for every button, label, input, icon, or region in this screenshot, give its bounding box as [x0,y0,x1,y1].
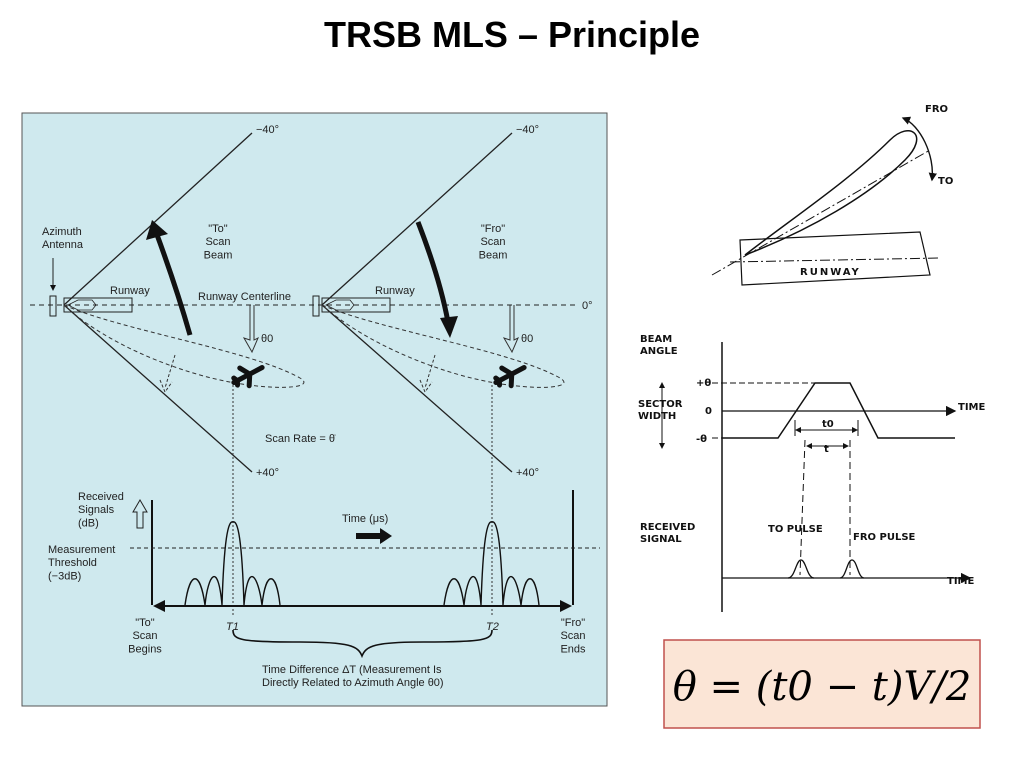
fro-sector-lower-edge [321,304,513,473]
fro-pulse-label: FRO PULSE [853,532,916,543]
runway-left-label: Runway [110,285,150,297]
time-label: Time (μs) [342,513,388,525]
azimuth-antenna-left [49,295,57,317]
time-axis-label: TIME [958,402,985,413]
runway-right-label: Runway [375,285,415,297]
mls-principle-figure: 0° −40° +40° −40° +40° [21,112,608,707]
to-plus40-label: +40° [256,467,279,479]
to-scan-beam-lobe [63,304,305,388]
time-direction-arrow [356,528,392,544]
received-signals-up-arrow [132,499,148,529]
t2-label: T2 [486,621,499,633]
fro-pulse-waveform [443,521,540,606]
to-pulse-waveform [184,521,281,606]
to-minus40-label: −40° [256,124,279,136]
to-scan-arrowhead [146,220,168,240]
equation-text: θ = (t0 − t)V/2 [673,664,972,710]
fro-beam-direction-arrow [419,354,436,394]
t0-label: t0 [822,419,834,430]
fro-to-curved-arrow [901,116,937,182]
to-pulse-label: TO PULSE [768,524,823,535]
runway-sketch-box [739,231,931,286]
aircraft-right-icon [493,364,527,389]
zero-degree-label: 0° [582,300,593,312]
beam-sketch-figure: FRO TO RUNWAY [711,104,953,286]
minus-theta-label: -θ [696,434,707,445]
to-sector-lower-edge [63,304,253,473]
zero-label: 0 [705,406,712,417]
fro-pulse-blip [839,559,865,579]
equation-box: θ = (t0 − t)V/2 [663,639,981,729]
figure-background [21,112,608,707]
theta0-arrow-left [242,305,259,354]
time-axis-label-2: TIME [947,576,974,587]
runway-sketch-label: RUNWAY [800,267,861,278]
runway-centerline-label: Runway Centerline [198,291,291,303]
theta0-arrow-right [502,305,519,354]
fro-minus40-label: −40° [516,124,539,136]
beam-angle-trapezoid [722,382,955,439]
fro-plus40-label: +40° [516,467,539,479]
to-beam-direction-arrow [159,354,176,394]
fro-scan-arrowhead [440,316,458,338]
slide-title: TRSB MLS – Principle [323,14,701,55]
equation-background [663,639,981,729]
aircraft-left-icon [231,364,265,389]
beam-axis [711,149,931,276]
to-label: TO [938,176,953,187]
plus-theta-label: +θ [696,378,711,389]
azimuth-antenna-right [312,295,320,317]
t-label: t [824,444,829,455]
fro-scan-curved-arrow [415,221,451,323]
t1-label: T1 [226,621,239,633]
fro-label: FRO [925,104,948,115]
theta0-left-label: θ0 [261,333,273,345]
to-sector-upper-edge [63,132,253,306]
theta0-right-label: θ0 [521,333,533,345]
fro-scan-beam-lobe [321,304,565,388]
runway-left-marking [67,299,97,311]
runway-sketch-centerline [729,257,941,263]
scan-rate-label: Scan Rate = θ̇ [265,433,336,445]
to-pulse-drop-line [799,439,806,576]
to-scan-curved-arrow [153,231,193,336]
fro-sector-upper-edge [321,132,513,306]
to-pulse-blip [787,559,815,579]
time-difference-brace [232,629,493,659]
